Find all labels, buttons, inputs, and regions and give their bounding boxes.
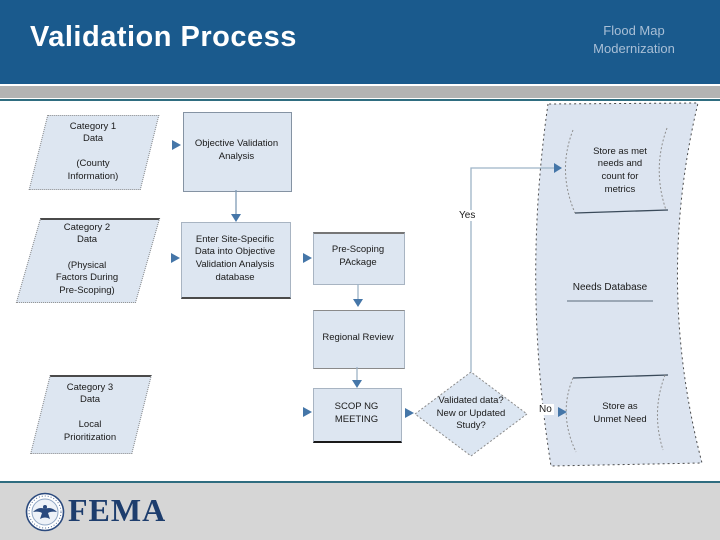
needs-database-label: Needs Database <box>572 282 648 294</box>
slide-header: Validation Process Flood Map Modernizati… <box>0 0 720 84</box>
store-unmet-right-edge <box>656 374 666 451</box>
regional-review-label: Regional Review <box>322 332 394 344</box>
category2-label: Category 2 Data (Physical Factors During… <box>55 221 119 296</box>
arrow-right-into-scoping-icon <box>303 407 312 417</box>
connector-yes-path <box>470 167 554 372</box>
node-regional-review <box>313 310 405 369</box>
store-met-needs-right-edge <box>658 127 668 211</box>
arrow-down-into-scoping-icon <box>352 380 362 388</box>
category3-label: Category 3 Data Local Prioritization <box>63 381 117 443</box>
arrow-right-into-diamond-icon <box>405 408 414 418</box>
store-unmet-left-edge <box>565 377 577 453</box>
branch-no-label: No <box>537 404 554 415</box>
node-objective-validation-analysis <box>183 112 292 192</box>
pre-scoping-label: Pre-Scoping PAckage <box>331 244 385 268</box>
decision-label: Validated data? New or Updated Study? <box>436 395 506 432</box>
category1-label: Category 1 Data (County Information) <box>67 120 119 182</box>
store-met-needs-label: Store as met needs and count for metrics <box>593 145 647 195</box>
page-title: Validation Process <box>30 21 297 53</box>
footer-divider-line <box>0 481 720 483</box>
arrow-down-into-enter-icon <box>231 214 241 222</box>
arrow-right-into-prescoping-icon <box>303 253 312 263</box>
header-divider-line <box>0 99 720 101</box>
scoping-meeting-label: SCOP NG MEETING <box>334 401 379 425</box>
arrow-right-into-enter-icon <box>171 253 180 263</box>
fema-wordmark: FEMA <box>68 492 167 528</box>
arrow-right-into-unmet-icon <box>558 407 567 417</box>
enter-site-specific-label: Enter Site-Specific Data into Objective … <box>194 233 276 283</box>
arrow-right-into-objective-icon <box>172 140 181 150</box>
objective-validation-label: Objective Validation Analysis <box>194 138 279 162</box>
branch-yes-label: Yes <box>457 210 478 221</box>
arrow-down-into-regional-icon <box>353 299 363 307</box>
slide-footer <box>0 483 720 540</box>
dhs-seal-icon <box>25 492 65 532</box>
arrow-right-into-met-needs-icon <box>554 163 562 173</box>
store-met-needs-left-edge <box>565 129 576 214</box>
store-unmet-top-line <box>572 374 669 379</box>
node-pre-scoping-package <box>313 232 405 285</box>
header-divider-bar <box>0 86 720 98</box>
node-enter-site-specific-data <box>181 222 291 299</box>
store-unmet-need-label: Store as Unmet Need <box>593 401 647 425</box>
store-met-needs-bottom-line <box>574 209 669 214</box>
header-subtitle: Flood Map Modernization <box>593 23 675 57</box>
decision-diamond-shape <box>414 371 528 457</box>
node-scoping-meeting <box>313 388 402 443</box>
